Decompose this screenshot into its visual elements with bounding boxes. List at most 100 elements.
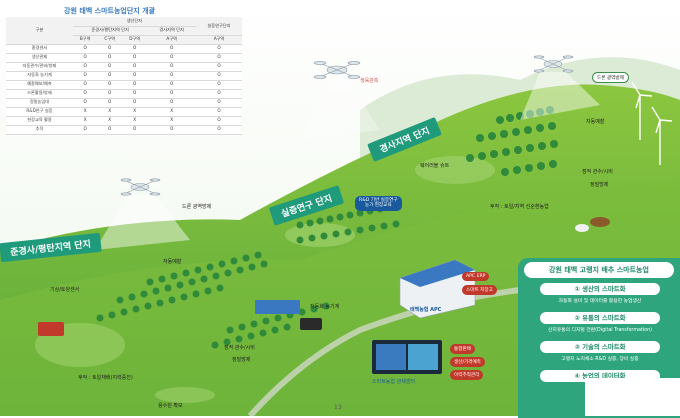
table-cell: O <box>195 107 242 117</box>
label-pest-left: 자동예찰 <box>163 259 182 265</box>
mask-box <box>585 378 680 416</box>
table-cell: O <box>147 125 196 135</box>
table-cell: X <box>97 107 122 117</box>
table-cell: O <box>97 53 122 63</box>
drone-icon <box>313 61 361 79</box>
row-label: 드론활용/방제 <box>6 89 73 99</box>
table-cell: O <box>72 44 98 54</box>
overview-table: 구분 생산단지 실증연구단지 준경사/평탄지역 단지 경사지역 단지 B구역 C… <box>6 17 242 135</box>
table-cell: O <box>195 125 242 135</box>
table-cell: O <box>122 62 148 72</box>
col-header: C구역 <box>97 35 122 45</box>
row-label: 자동관수/관비/방제 <box>6 62 73 72</box>
table-cell: O <box>122 53 148 63</box>
label-pest-right: 자동예찰 <box>586 119 605 125</box>
table-cell: O <box>72 71 98 81</box>
table-cell: O <box>147 80 196 90</box>
table-cell: O <box>97 80 122 90</box>
col-group-b: 경사지역 단지 <box>147 26 196 36</box>
label-drone-left: 드론 광역방제 <box>182 204 212 210</box>
table-cell: O <box>97 44 122 54</box>
label-smart-storage: 스마트 저장고 <box>462 285 497 295</box>
col-group-top: 생산단지 <box>72 17 196 27</box>
table-cell: O <box>147 89 196 99</box>
label-wearable: 웨어러블 슈트 <box>420 163 450 169</box>
label-growth-monitor: 생육관측 <box>360 78 379 84</box>
label-taebaek-apc: 태백농협 APC <box>410 307 442 313</box>
label-rnd-site: R&D 기반 실증연구 농가 현장교육 <box>355 196 402 211</box>
table-cell: O <box>195 89 242 99</box>
table-cell: O <box>147 53 196 63</box>
table-cell: X <box>147 116 196 126</box>
label-integrated-sales: 통합판매 <box>450 344 475 354</box>
label-drip-right: 점적 관수/시비 <box>582 169 613 175</box>
col-header: D구역 <box>122 35 148 45</box>
rnd-site-text: R&D 기반 실증연구 농가 현장교육 <box>359 198 398 209</box>
table-cell: O <box>147 98 196 108</box>
table-cell: O <box>195 98 242 108</box>
table-cell: O <box>147 44 196 54</box>
table-cell: O <box>195 71 242 81</box>
table-cell: O <box>97 98 122 108</box>
label-precision-right: 정밀방제 <box>590 182 609 188</box>
col-header: A구역 <box>147 35 196 45</box>
panel-item-head: ③ 기술의 스마트화 <box>540 341 660 353</box>
row-label: 환경센서 <box>6 44 73 54</box>
label-auto-machine: 자동화 농기계 <box>310 304 340 310</box>
row-label: 자동화 농기계 <box>6 71 73 81</box>
table-cell: O <box>72 53 98 63</box>
header-group: 구분 <box>6 17 73 45</box>
table-cell: O <box>122 125 148 135</box>
panel-item-desc: 자동화 설비 및 데이터를 활용한 농업생산 <box>558 299 642 304</box>
col-header: B구역 <box>72 35 98 45</box>
label-drone-right: 드론 광역방제 <box>592 72 629 83</box>
table-cell: X <box>72 116 98 126</box>
row-label: 생산관제 <box>6 53 73 63</box>
table-cell: O <box>195 53 242 63</box>
row-label: 현장교육 활용 <box>6 116 73 126</box>
label-control-center: 스마트농업 관제센터 <box>372 379 415 385</box>
page-number: 13 <box>334 404 342 411</box>
table-cell: O <box>72 80 98 90</box>
panel-item-desc: 산지유통의 디지털 전환(Digital Transformation) <box>548 328 652 333</box>
panel-item-head: ② 유통의 스마트화 <box>540 312 660 324</box>
table-cell: O <box>195 116 242 126</box>
table-cell: X <box>122 116 148 126</box>
label-water-supply: 용수원 확보 <box>158 403 183 409</box>
panel-title: 강원 태백 고랭지 배추 스마트농업 <box>524 262 674 278</box>
table-cell: O <box>97 89 122 99</box>
table-cell: O <box>97 71 122 81</box>
label-after-crop-right: 후작 : 토일/지역 선순환농업 <box>490 204 549 210</box>
label-history: 이력추적관리 <box>450 370 484 380</box>
table-cell: O <box>147 62 196 72</box>
table-cell: O <box>72 125 98 135</box>
table-cell: X <box>97 116 122 126</box>
row-label: 정밀농업대 <box>6 98 73 108</box>
row-label: 예찰예보/예측 <box>6 80 73 90</box>
table-cell: O <box>122 98 148 108</box>
col-group-a: 준경사/평탄지역 단지 <box>72 26 148 36</box>
table-cell: O <box>195 62 242 72</box>
label-apc-erp: APC ERP <box>462 272 490 281</box>
table-cell: O <box>122 71 148 81</box>
label-prod-distribution: 생산/가격예측 <box>450 357 485 367</box>
table-cell: O <box>72 89 98 99</box>
row-label: 추작 <box>6 125 73 135</box>
table-cell: O <box>97 62 122 72</box>
table-cell: O <box>72 98 98 108</box>
table-cell: X <box>72 107 98 117</box>
table-cell: O <box>195 44 242 54</box>
label-weather-sensor: 기상/토양센서 <box>50 287 80 293</box>
